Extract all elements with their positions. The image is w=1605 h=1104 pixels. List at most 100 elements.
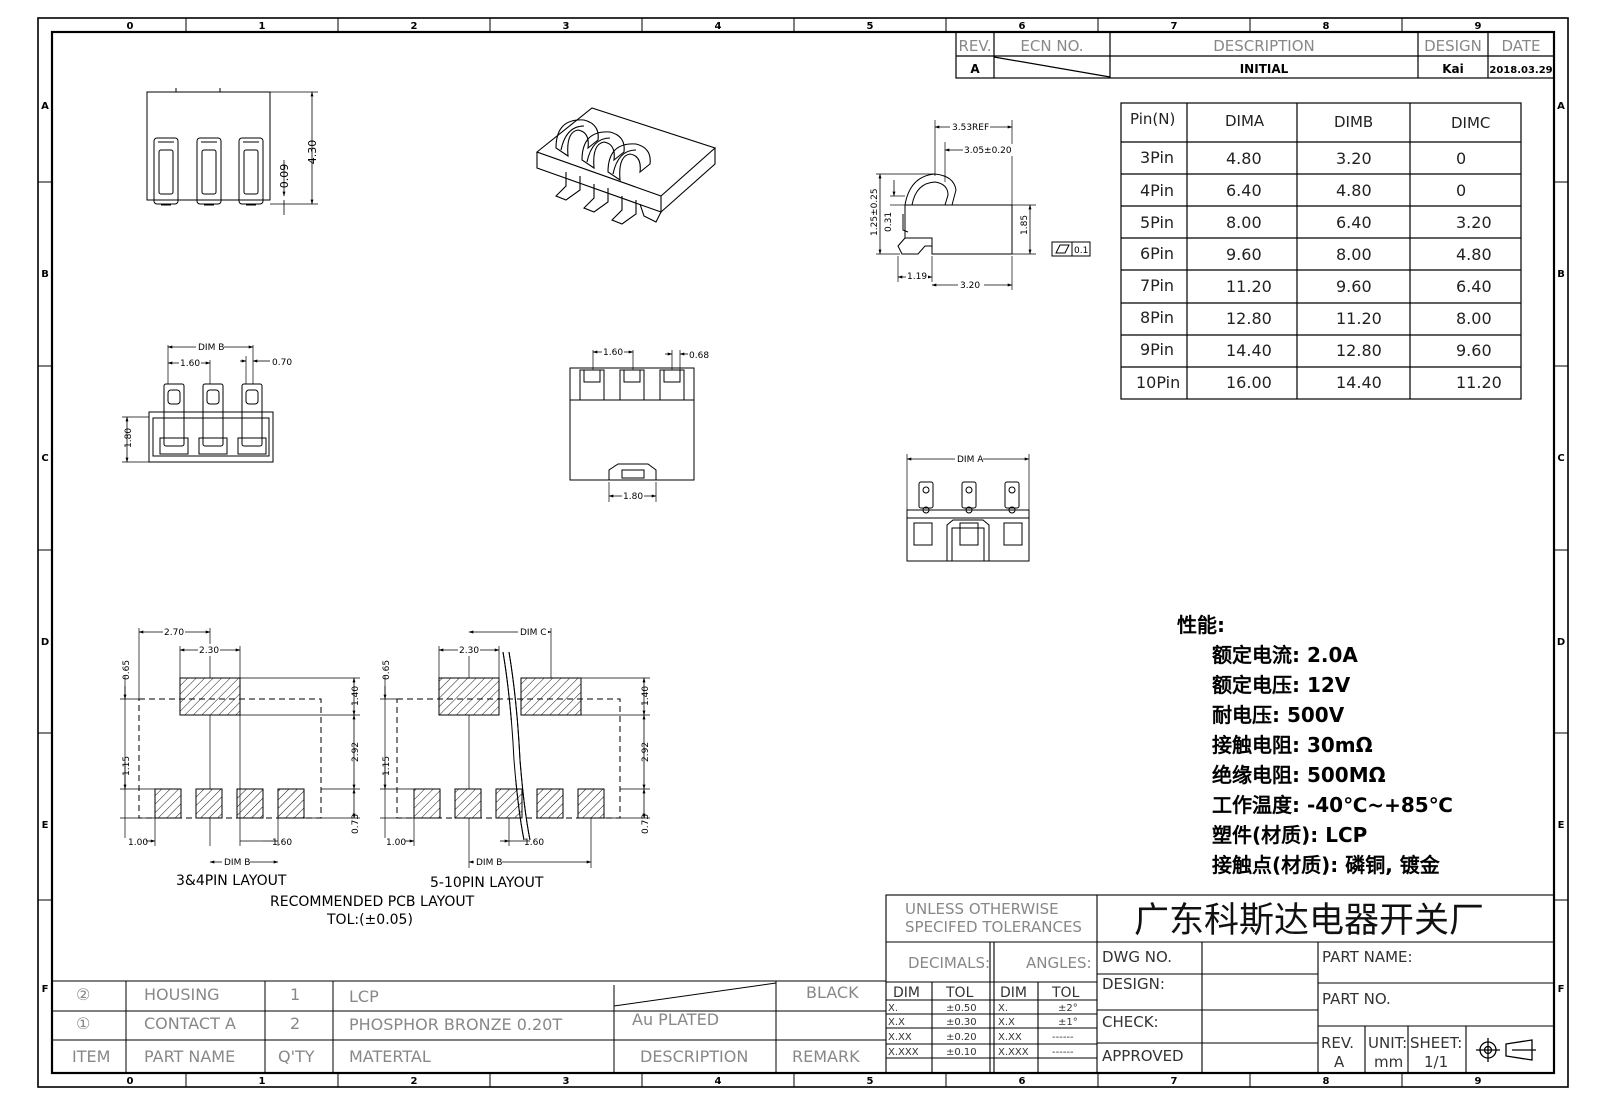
spec-line: 接触电阻: 30mΩ — [1212, 733, 1373, 757]
dimc-cell: 3.20 — [1456, 213, 1492, 232]
date-value: 2018.03.29 — [1489, 65, 1552, 76]
pcb-dim-label: 0.73 — [351, 814, 361, 834]
dimc-cell: 0 — [1456, 181, 1466, 200]
zone-col-label: 8 — [1323, 1076, 1330, 1087]
zone-row-label: B — [41, 269, 49, 280]
zone-col-label: 6 — [1019, 1076, 1026, 1087]
pcb-dim-label: 2.30 — [199, 646, 219, 656]
decimals-label: DECIMALS: — [908, 954, 990, 972]
bom-item: ② — [76, 985, 90, 1004]
pcb-dim-label: 2.30 — [459, 646, 479, 656]
pin-cell: 10Pin — [1136, 373, 1180, 392]
zone-col-label: 5 — [867, 1076, 874, 1087]
tol-cell: ±0.50 — [946, 1003, 977, 1014]
zone-col-label: 4 — [715, 1076, 722, 1087]
pcb-dim-label: 1.60 — [524, 838, 544, 848]
dima-cell: 11.20 — [1226, 277, 1272, 296]
dimc-cell: 8.00 — [1456, 309, 1492, 328]
zone-row-label: F — [1558, 984, 1565, 995]
zone-col-label: 0 — [127, 1076, 134, 1087]
dim-label: 3.53REF — [952, 123, 989, 133]
tol-header: TOL — [945, 985, 974, 1001]
design-header: DESIGN — [1424, 37, 1482, 55]
check-label: CHECK: — [1102, 1013, 1159, 1031]
zone-col-label: 1 — [259, 21, 266, 32]
drawing-frame — [37, 17, 1569, 1088]
dim-label: 4.30 — [306, 140, 319, 165]
zone-col-label: 0 — [127, 21, 134, 32]
bom-part-name: HOUSING — [144, 985, 220, 1004]
dimc-cell: 4.80 — [1456, 245, 1492, 264]
pcb-dim-label: 1.15 — [382, 756, 392, 776]
dim-label: 1.60 — [603, 348, 623, 358]
zone-col-label: 3 — [563, 1076, 570, 1087]
sheet-value: 1/1 — [1424, 1053, 1448, 1071]
dim-label: 1.80 — [623, 492, 643, 502]
bom-header-description: DESCRIPTION — [640, 1047, 748, 1066]
dim-label: 1.80 — [124, 428, 134, 448]
dimc-cell: 0 — [1456, 149, 1466, 168]
dimb-cell: 4.80 — [1336, 181, 1372, 200]
dim-header: DIM — [893, 985, 920, 1001]
isometric-view — [535, 107, 717, 225]
zone-col-label: 4 — [715, 21, 722, 32]
rear-view — [569, 350, 695, 502]
pin-cell: 8Pin — [1140, 308, 1174, 327]
dim-label: 0.70 — [272, 358, 292, 368]
tol-header: TOL — [1051, 985, 1080, 1001]
dima-cell: 4.80 — [1226, 149, 1262, 168]
dim-label: 3.20 — [960, 281, 980, 291]
dima-cell: 9.60 — [1226, 245, 1262, 264]
zone-row-label: B — [1557, 269, 1565, 280]
pcb-caption-left: 3&4PIN LAYOUT — [176, 873, 287, 889]
zone-col-label: 7 — [1171, 1076, 1178, 1087]
description-header: DESCRIPTION — [1213, 37, 1315, 55]
dimb-cell: 14.40 — [1336, 373, 1382, 392]
dima-cell: 16.00 — [1226, 373, 1272, 392]
bom-material: PHOSPHOR BRONZE 0.20T — [349, 1015, 562, 1034]
design-value: Kai — [1442, 62, 1464, 76]
tolerance-note: UNLESS OTHERWISE — [905, 900, 1059, 918]
pcb-dim-label: 0.73 — [641, 814, 651, 834]
sheet-label: SHEET: — [1410, 1034, 1462, 1052]
pcb-dim-label: 1.60 — [272, 838, 292, 848]
spec-line: 耐电压: 500V — [1212, 703, 1345, 727]
bom-item: ① — [76, 1014, 90, 1033]
tol-cell: ±0.10 — [946, 1047, 977, 1058]
tol-cell: ------ — [1052, 1032, 1074, 1043]
pin-cell: 5Pin — [1140, 213, 1174, 232]
spec-line: 接触点(材质): 磷铜, 镀金 — [1212, 853, 1441, 877]
bom-material: LCP — [349, 987, 379, 1006]
zone-col-label: 8 — [1323, 21, 1330, 32]
dim-label: 0.09 — [278, 164, 291, 189]
pcb-dim-label: 0.65 — [382, 660, 392, 680]
unit-label: UNIT: — [1368, 1034, 1407, 1052]
projection-symbol-icon — [1476, 1038, 1536, 1062]
dim-label: 3.05±0.20 — [964, 146, 1012, 156]
dim-label: 1.19 — [907, 272, 927, 282]
zone-col-label: 9 — [1475, 21, 1482, 32]
rev-value: A — [970, 62, 980, 76]
spec-line: 额定电压: 12V — [1212, 673, 1351, 697]
pcb-caption-main: RECOMMENDED PCB LAYOUT — [270, 894, 475, 910]
zone-row-label: C — [1557, 453, 1564, 464]
pin-cell: 3Pin — [1140, 148, 1174, 167]
dimb-cell: 8.00 — [1336, 245, 1372, 264]
tol-cell: ±1° — [1058, 1017, 1078, 1028]
tol-cell: ------ — [1052, 1047, 1074, 1058]
approved-label: APPROVED — [1102, 1047, 1184, 1065]
bom-part-name: CONTACT A — [144, 1014, 236, 1033]
dimb-cell: 11.20 — [1336, 309, 1382, 328]
zone-row-label: D — [1557, 637, 1565, 648]
tol-cell: X.XXX — [888, 1047, 919, 1058]
zone-col-label: 7 — [1171, 21, 1178, 32]
zone-row-label: D — [41, 637, 49, 648]
date-header: DATE — [1501, 37, 1540, 55]
spec-line: 工作温度: -40℃~+85℃ — [1212, 793, 1453, 817]
tol-cell: X.XX — [888, 1032, 912, 1043]
zone-labels: 0 1 2 3 4 5 6 7 8 9 0 1 2 3 4 5 6 7 8 9 … — [41, 21, 1565, 1087]
bom-header-qty: Q'TY — [278, 1047, 315, 1066]
zone-row-label: E — [42, 820, 49, 831]
bom-remark: BLACK — [806, 983, 859, 1002]
